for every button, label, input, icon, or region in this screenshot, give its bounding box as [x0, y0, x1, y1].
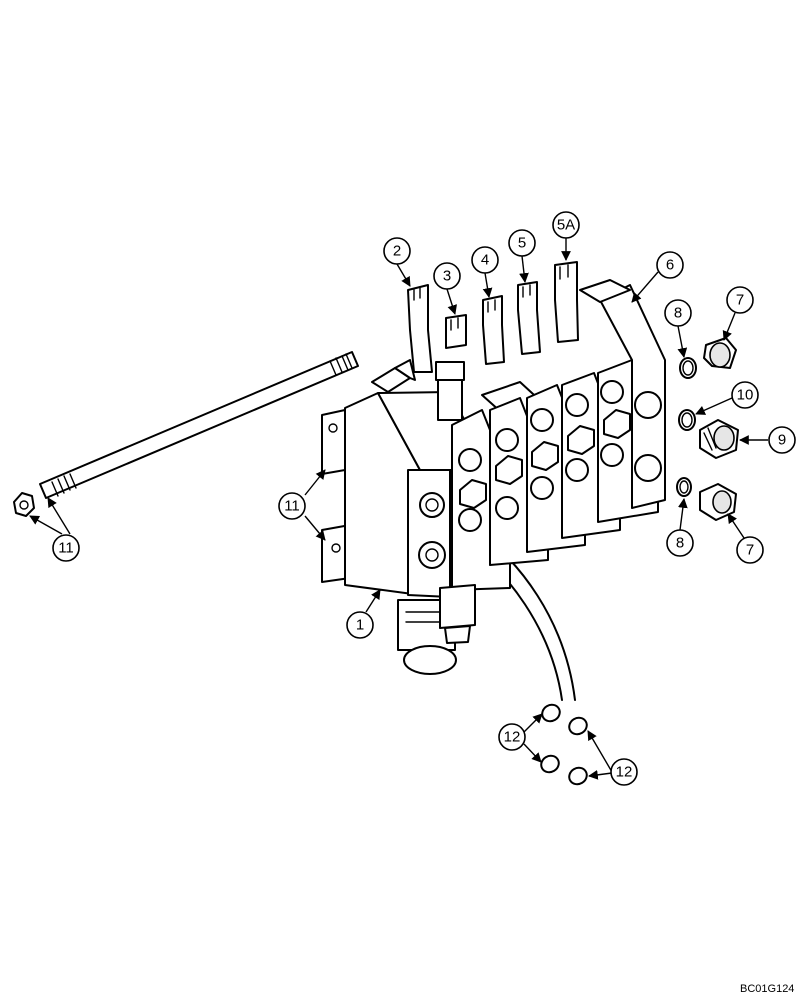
o-ring-12b [568, 716, 588, 736]
svg-text:7: 7 [736, 292, 744, 309]
callout-11-rod: 11 [52, 534, 80, 562]
svg-text:5: 5 [518, 235, 526, 252]
plug-7-upper [703, 337, 737, 369]
svg-text:11: 11 [58, 540, 74, 557]
callout-2: 2 [383, 237, 411, 265]
svg-text:12: 12 [616, 764, 633, 781]
callout-7-lower: 7 [736, 536, 764, 564]
o-ring-12a [541, 703, 561, 723]
tie-rod [39, 351, 359, 499]
hex-nut [13, 492, 35, 517]
svg-text:4: 4 [481, 252, 489, 269]
leader-lines [29, 238, 768, 780]
plug-9 [699, 419, 739, 459]
callout-9: 9 [768, 426, 796, 454]
o-ring-8-lower [676, 477, 692, 497]
svg-text:5A: 5A [557, 217, 575, 234]
svg-text:6: 6 [666, 257, 674, 274]
callout-5a: 5A [552, 211, 580, 239]
svg-text:11: 11 [284, 498, 300, 515]
callout-3: 3 [433, 262, 461, 290]
svg-text:10: 10 [737, 387, 754, 404]
pressure-fitting [371, 359, 465, 421]
callout-1: 1 [346, 611, 374, 639]
svg-text:7: 7 [746, 542, 754, 559]
callout-4: 4 [471, 246, 499, 274]
callout-8-lower: 8 [666, 529, 694, 557]
callout-7-upper: 7 [726, 286, 754, 314]
svg-text:3: 3 [443, 268, 451, 285]
callout-10: 10 [731, 381, 759, 409]
svg-text:8: 8 [676, 535, 684, 552]
callout-5: 5 [508, 229, 536, 257]
svg-text:1: 1 [356, 617, 364, 634]
spool-3 [445, 314, 467, 349]
spool-4 [482, 295, 505, 365]
spool-5 [517, 281, 541, 355]
spool-2 [407, 284, 433, 373]
o-ring-12c [540, 754, 560, 774]
outlet-section [579, 279, 666, 509]
o-ring-12d [568, 766, 588, 786]
svg-text:2: 2 [393, 243, 401, 260]
callout-11-valve: 11 [278, 492, 306, 520]
callout-12-right: 12 [610, 758, 638, 786]
svg-text:9: 9 [778, 432, 786, 449]
figure-code: BC01G124 [740, 983, 794, 995]
spool-5a [554, 261, 579, 343]
svg-text:12: 12 [504, 729, 521, 746]
relief-cartridge [439, 584, 476, 644]
callout-8-upper: 8 [664, 299, 692, 327]
o-ring-10 [678, 409, 696, 431]
o-ring-8-upper [679, 357, 697, 379]
callout-6: 6 [656, 251, 684, 279]
plug-7-lower [699, 483, 737, 521]
callout-12-left: 12 [498, 723, 526, 751]
svg-text:8: 8 [674, 305, 682, 322]
